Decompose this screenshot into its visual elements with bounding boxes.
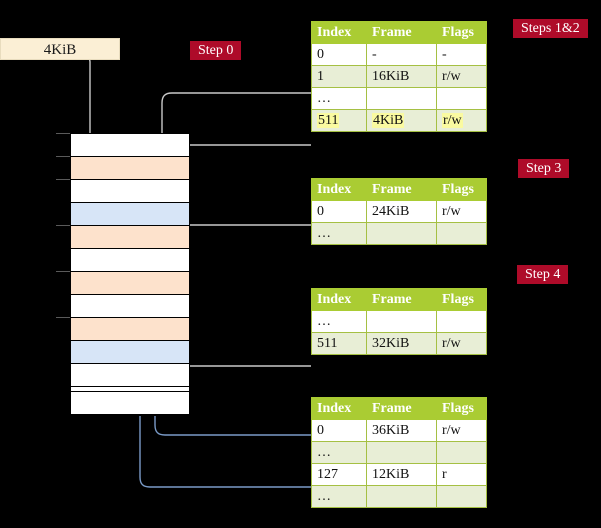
badge-step-4: Step 4 bbox=[517, 265, 569, 284]
cell-frame bbox=[366, 310, 437, 333]
highlight-frame: 4KiB bbox=[372, 112, 405, 128]
cell-index: 1 bbox=[311, 65, 367, 88]
memory-block bbox=[70, 317, 190, 341]
memory-block bbox=[70, 133, 190, 157]
cell-frame: 36KiB bbox=[366, 419, 437, 442]
column-header-index: Index bbox=[311, 288, 367, 311]
cell-frame bbox=[366, 222, 437, 245]
column-header-index: Index bbox=[311, 21, 367, 44]
memory-tick bbox=[56, 156, 70, 157]
cell-flags bbox=[436, 87, 487, 110]
table-row[interactable]: … bbox=[311, 485, 487, 508]
highlight-flags: r/w bbox=[442, 112, 463, 128]
cell-index: … bbox=[311, 441, 367, 464]
table-row[interactable]: … bbox=[311, 310, 487, 333]
memory-block bbox=[70, 391, 190, 415]
table-row[interactable]: 1 16KiB r/w bbox=[311, 65, 487, 88]
cell-flags: r/w bbox=[436, 65, 487, 88]
column-header-flags: Flags bbox=[436, 21, 487, 44]
table-row[interactable]: 511 32KiB r/w bbox=[311, 332, 487, 355]
cell-index: 511 bbox=[311, 332, 367, 355]
cell-flags: - bbox=[436, 43, 487, 66]
cell-flags bbox=[436, 485, 487, 508]
cell-flags bbox=[436, 310, 487, 333]
column-header-flags: Flags bbox=[436, 178, 487, 201]
table-row[interactable]: … bbox=[311, 222, 487, 245]
memory-block bbox=[70, 294, 190, 318]
cell-frame: 12KiB bbox=[366, 463, 437, 486]
wire-pdpt-row0-to-frame bbox=[176, 224, 311, 295]
cell-index: 0 bbox=[311, 419, 367, 442]
column-header-frame: Frame bbox=[366, 178, 437, 201]
memory-block bbox=[70, 340, 190, 364]
cell-index: … bbox=[311, 485, 367, 508]
table-row-highlighted[interactable]: 511 4KiB r/w bbox=[311, 109, 487, 132]
memory-block bbox=[70, 271, 190, 295]
table-header-row: Index Frame Flags bbox=[311, 397, 487, 420]
column-header-index: Index bbox=[311, 397, 367, 420]
memory-block bbox=[70, 248, 190, 272]
cell-frame: 4KiB bbox=[366, 109, 437, 132]
cell-frame bbox=[366, 87, 437, 110]
size-label-4kib: 4KiB bbox=[0, 38, 120, 60]
cell-index: 511 bbox=[311, 109, 367, 132]
cell-index: 127 bbox=[311, 463, 367, 486]
cell-frame bbox=[366, 441, 437, 464]
badge-step-3: Step 3 bbox=[518, 159, 570, 178]
cell-index: … bbox=[311, 310, 367, 333]
page-table-pt: Index Frame Flags 0 36KiB r/w … 127 12Ki… bbox=[311, 397, 487, 508]
cell-flags: r/w bbox=[436, 332, 487, 355]
cell-flags: r/w bbox=[436, 109, 487, 132]
wire-pml4-row511-to-frame bbox=[176, 144, 311, 160]
memory-block bbox=[70, 363, 190, 387]
memory-tick bbox=[56, 133, 70, 134]
cell-flags: r/w bbox=[436, 200, 487, 223]
physical-memory-column bbox=[56, 133, 190, 416]
column-header-flags: Flags bbox=[436, 397, 487, 420]
column-header-index: Index bbox=[311, 178, 367, 201]
page-table-pd: Index Frame Flags … 511 32KiB r/w bbox=[311, 288, 487, 355]
cell-flags: r bbox=[436, 463, 487, 486]
page-table-pdpt: Index Frame Flags 0 24KiB r/w … bbox=[311, 178, 487, 245]
column-header-frame: Frame bbox=[366, 21, 437, 44]
page-table-pml4: Index Frame Flags 0 - - 1 16KiB r/w … bbox=[311, 21, 487, 132]
highlight-index: 511 bbox=[317, 112, 340, 128]
column-header-frame: Frame bbox=[366, 288, 437, 311]
cell-index: … bbox=[311, 87, 367, 110]
memory-tick bbox=[56, 271, 70, 272]
cell-frame: 24KiB bbox=[366, 200, 437, 223]
cell-flags: r/w bbox=[436, 419, 487, 442]
memory-block bbox=[70, 225, 190, 249]
table-row[interactable]: 127 12KiB r bbox=[311, 463, 487, 486]
memory-block bbox=[70, 202, 190, 226]
table-row[interactable]: 0 36KiB r/w bbox=[311, 419, 487, 442]
table-header-row: Index Frame Flags bbox=[311, 21, 487, 44]
cell-frame bbox=[366, 485, 437, 508]
table-row[interactable]: 0 24KiB r/w bbox=[311, 200, 487, 223]
table-header-row: Index Frame Flags bbox=[311, 288, 487, 311]
column-header-flags: Flags bbox=[436, 288, 487, 311]
cell-flags bbox=[436, 222, 487, 245]
table-row[interactable]: 0 - - bbox=[311, 43, 487, 66]
cell-index: 0 bbox=[311, 200, 367, 223]
cell-frame: 32KiB bbox=[366, 332, 437, 355]
table-header-row: Index Frame Flags bbox=[311, 178, 487, 201]
table-row[interactable]: … bbox=[311, 441, 487, 464]
memory-tick bbox=[56, 179, 70, 180]
memory-block bbox=[70, 156, 190, 180]
cell-flags bbox=[436, 441, 487, 464]
badge-steps-1-and-2: Steps 1&2 bbox=[513, 19, 588, 38]
cell-frame: - bbox=[366, 43, 437, 66]
cell-frame: 16KiB bbox=[366, 65, 437, 88]
cell-index: 0 bbox=[311, 43, 367, 66]
memory-block bbox=[70, 179, 190, 203]
table-row[interactable]: … bbox=[311, 87, 487, 110]
badge-step-0: Step 0 bbox=[190, 41, 242, 60]
memory-block bbox=[70, 414, 190, 416]
memory-tick bbox=[56, 225, 70, 226]
memory-tick bbox=[56, 317, 70, 318]
cell-index: … bbox=[311, 222, 367, 245]
column-header-frame: Frame bbox=[366, 397, 437, 420]
